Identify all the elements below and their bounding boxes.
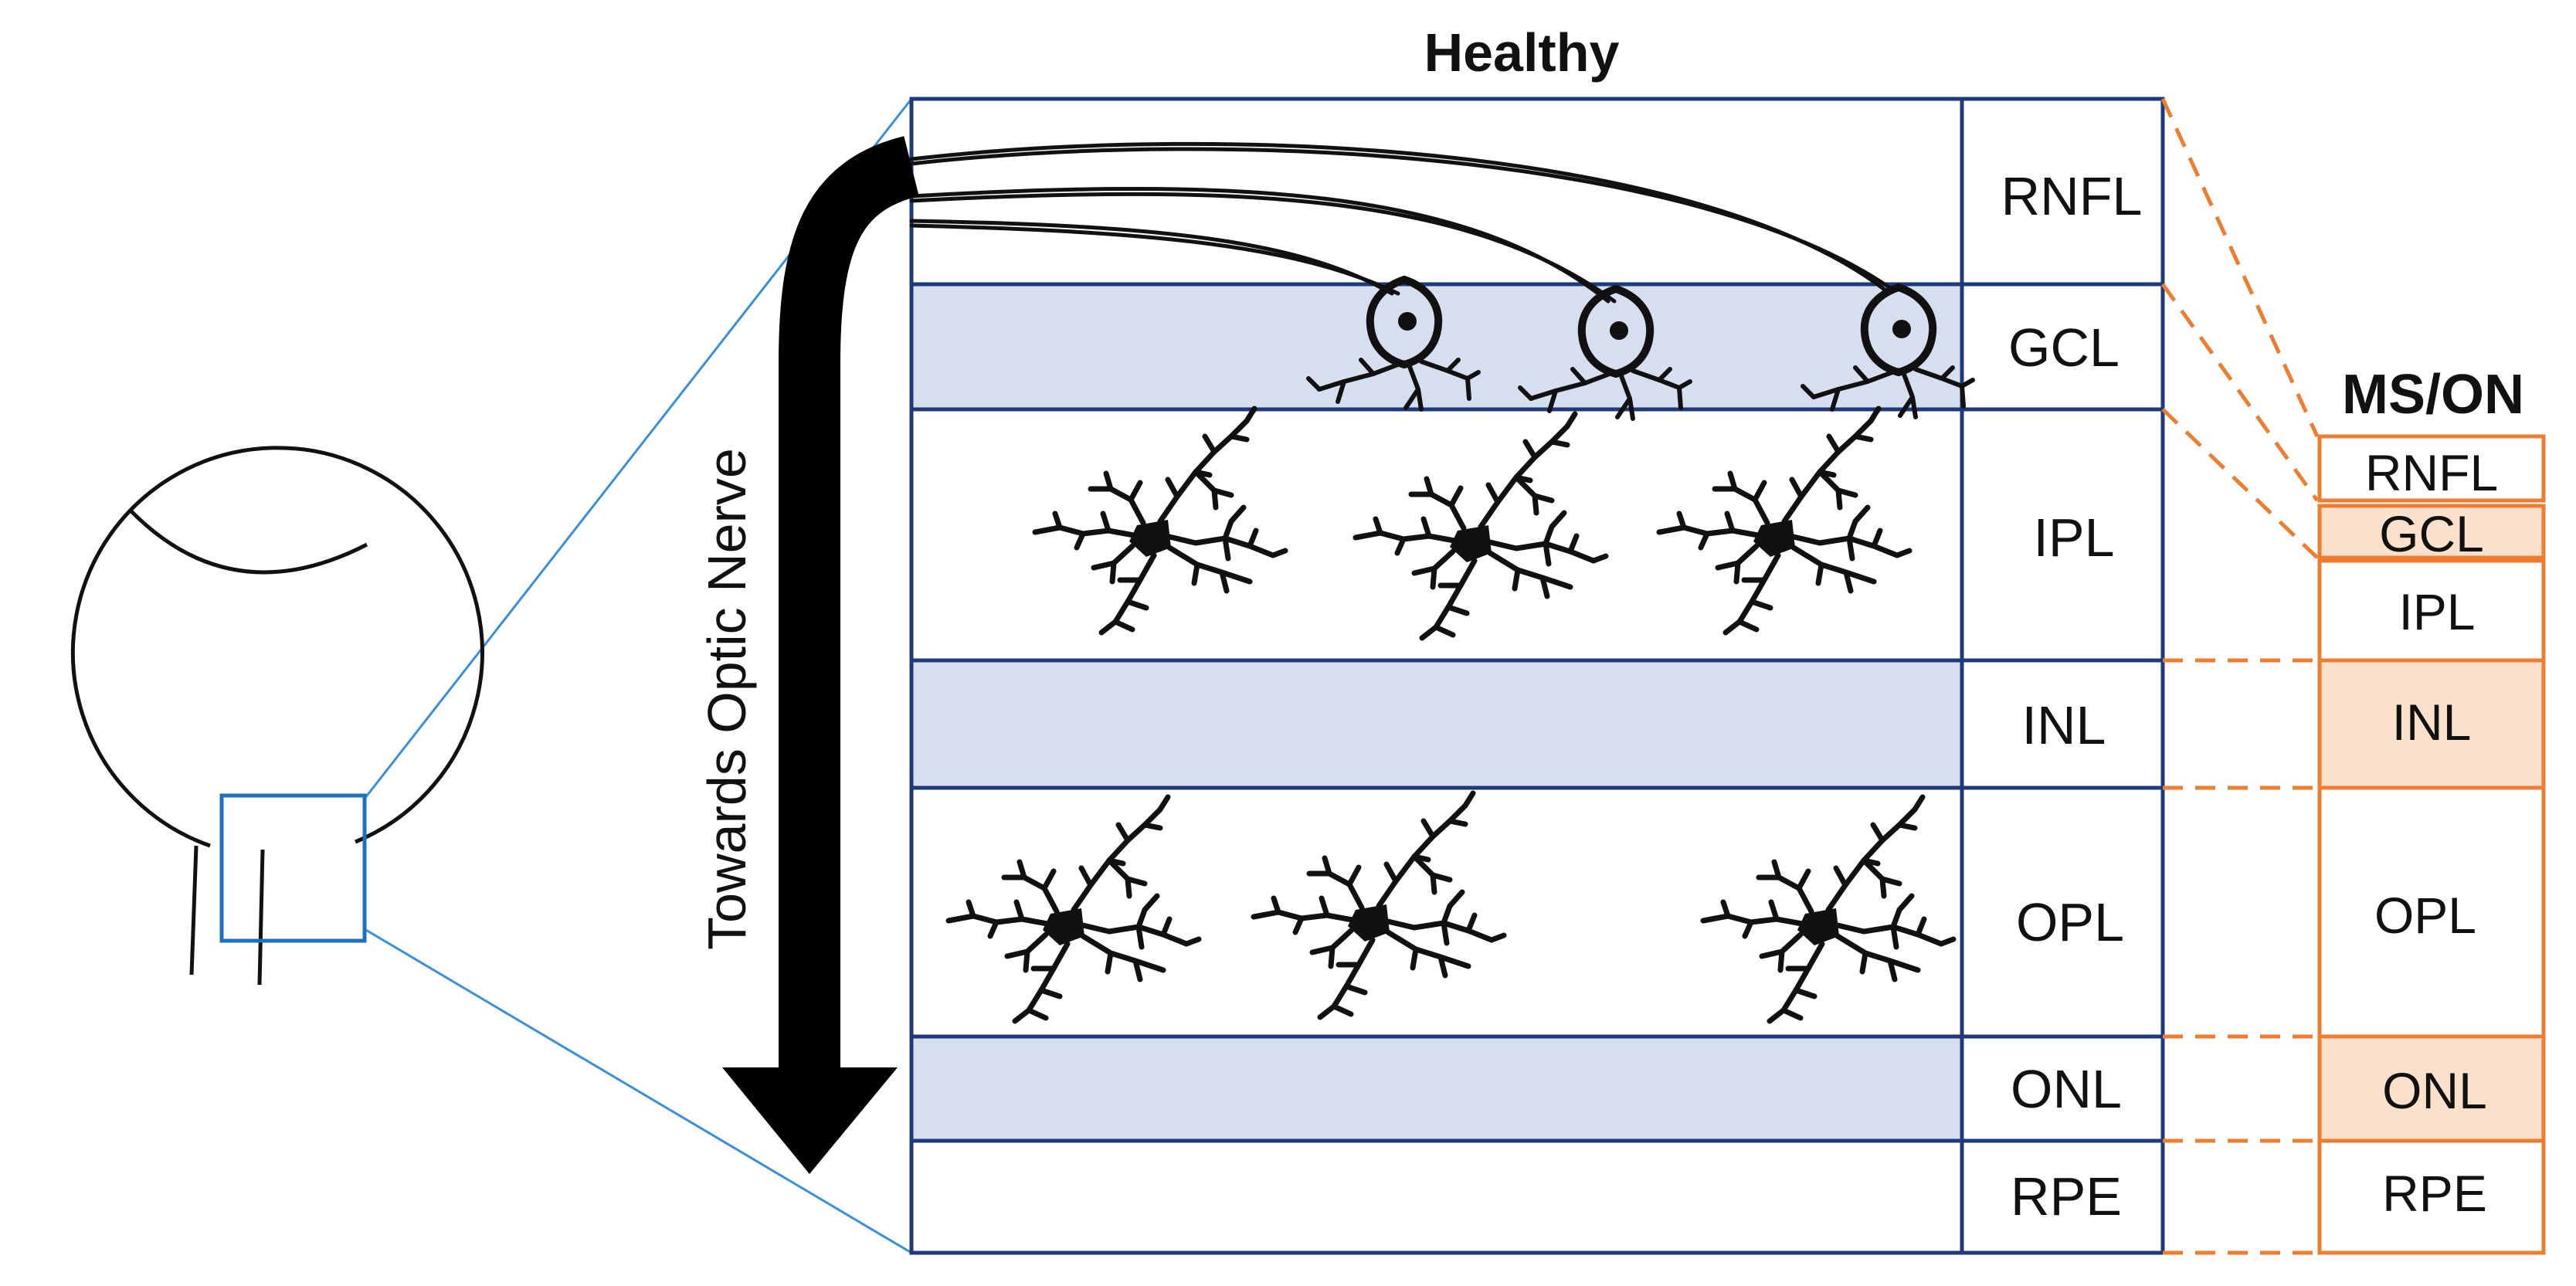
ms-layer-band-rnfl (2317, 434, 2546, 503)
ms-on-title: MS/ON (2342, 364, 2524, 426)
eyeball-outline-icon (70, 446, 484, 986)
healthy-layer-label-onl: ONL (2011, 1059, 2122, 1119)
ms-layer-label-onl: ONL (2382, 1062, 2487, 1119)
ms-layer-label-rpe: RPE (2382, 1165, 2487, 1222)
down-arrow-icon (722, 136, 920, 1174)
healthy-layer-band-inl (911, 660, 1962, 788)
zoom-line-bottom (364, 928, 912, 1254)
healthy-layer-label-rnfl: RNFL (2001, 166, 2143, 226)
ms-on-panel: MS/ON RNFL GCL IPL INL OPL ONL RPE (2317, 364, 2546, 1255)
ms-layer-label-rnfl: RNFL (2365, 444, 2498, 501)
healthy-layer-band-onl (911, 1037, 1962, 1141)
ms-layer-band-gcl (2317, 504, 2546, 560)
healthy-layer-label-gcl: GCL (2008, 317, 2120, 378)
ms-layer-band-inl (2317, 658, 2546, 790)
correspondence-lines (2160, 97, 2320, 1255)
healthy-panel: Healthy RNFL GCL IPL INL OPL ONL RPE (909, 22, 2165, 1255)
ms-layer-label-ipl: IPL (2398, 583, 2475, 640)
healthy-layer-label-rpe: RPE (2011, 1166, 2122, 1227)
healthy-panel-frame (909, 97, 2165, 1255)
healthy-layer-band-opl (911, 788, 1962, 1037)
ms-layer-label-inl: INL (2392, 694, 2472, 751)
healthy-layer-band-rnfl (911, 99, 1962, 284)
healthy-title: Healthy (1424, 22, 1620, 83)
ms-layer-band-rpe (2317, 1138, 2546, 1255)
ms-layer-band-ipl (2317, 558, 2546, 663)
healthy-layer-label-ipl: IPL (2033, 507, 2114, 568)
healthy-layer-label-opl: OPL (2016, 892, 2124, 952)
arrow-label: Towards Optic Nerve (697, 448, 757, 950)
axon-bundle (909, 141, 1895, 304)
ms-layer-band-onl (2317, 1034, 2546, 1143)
healthy-layer-label-inl: INL (2022, 695, 2106, 755)
healthy-layer-band-rpe (911, 1141, 1962, 1253)
zoom-region-box (219, 793, 367, 943)
ms-layer-label-gcl: GCL (2379, 505, 2484, 562)
ms-layer-label-opl: OPL (2374, 887, 2476, 944)
